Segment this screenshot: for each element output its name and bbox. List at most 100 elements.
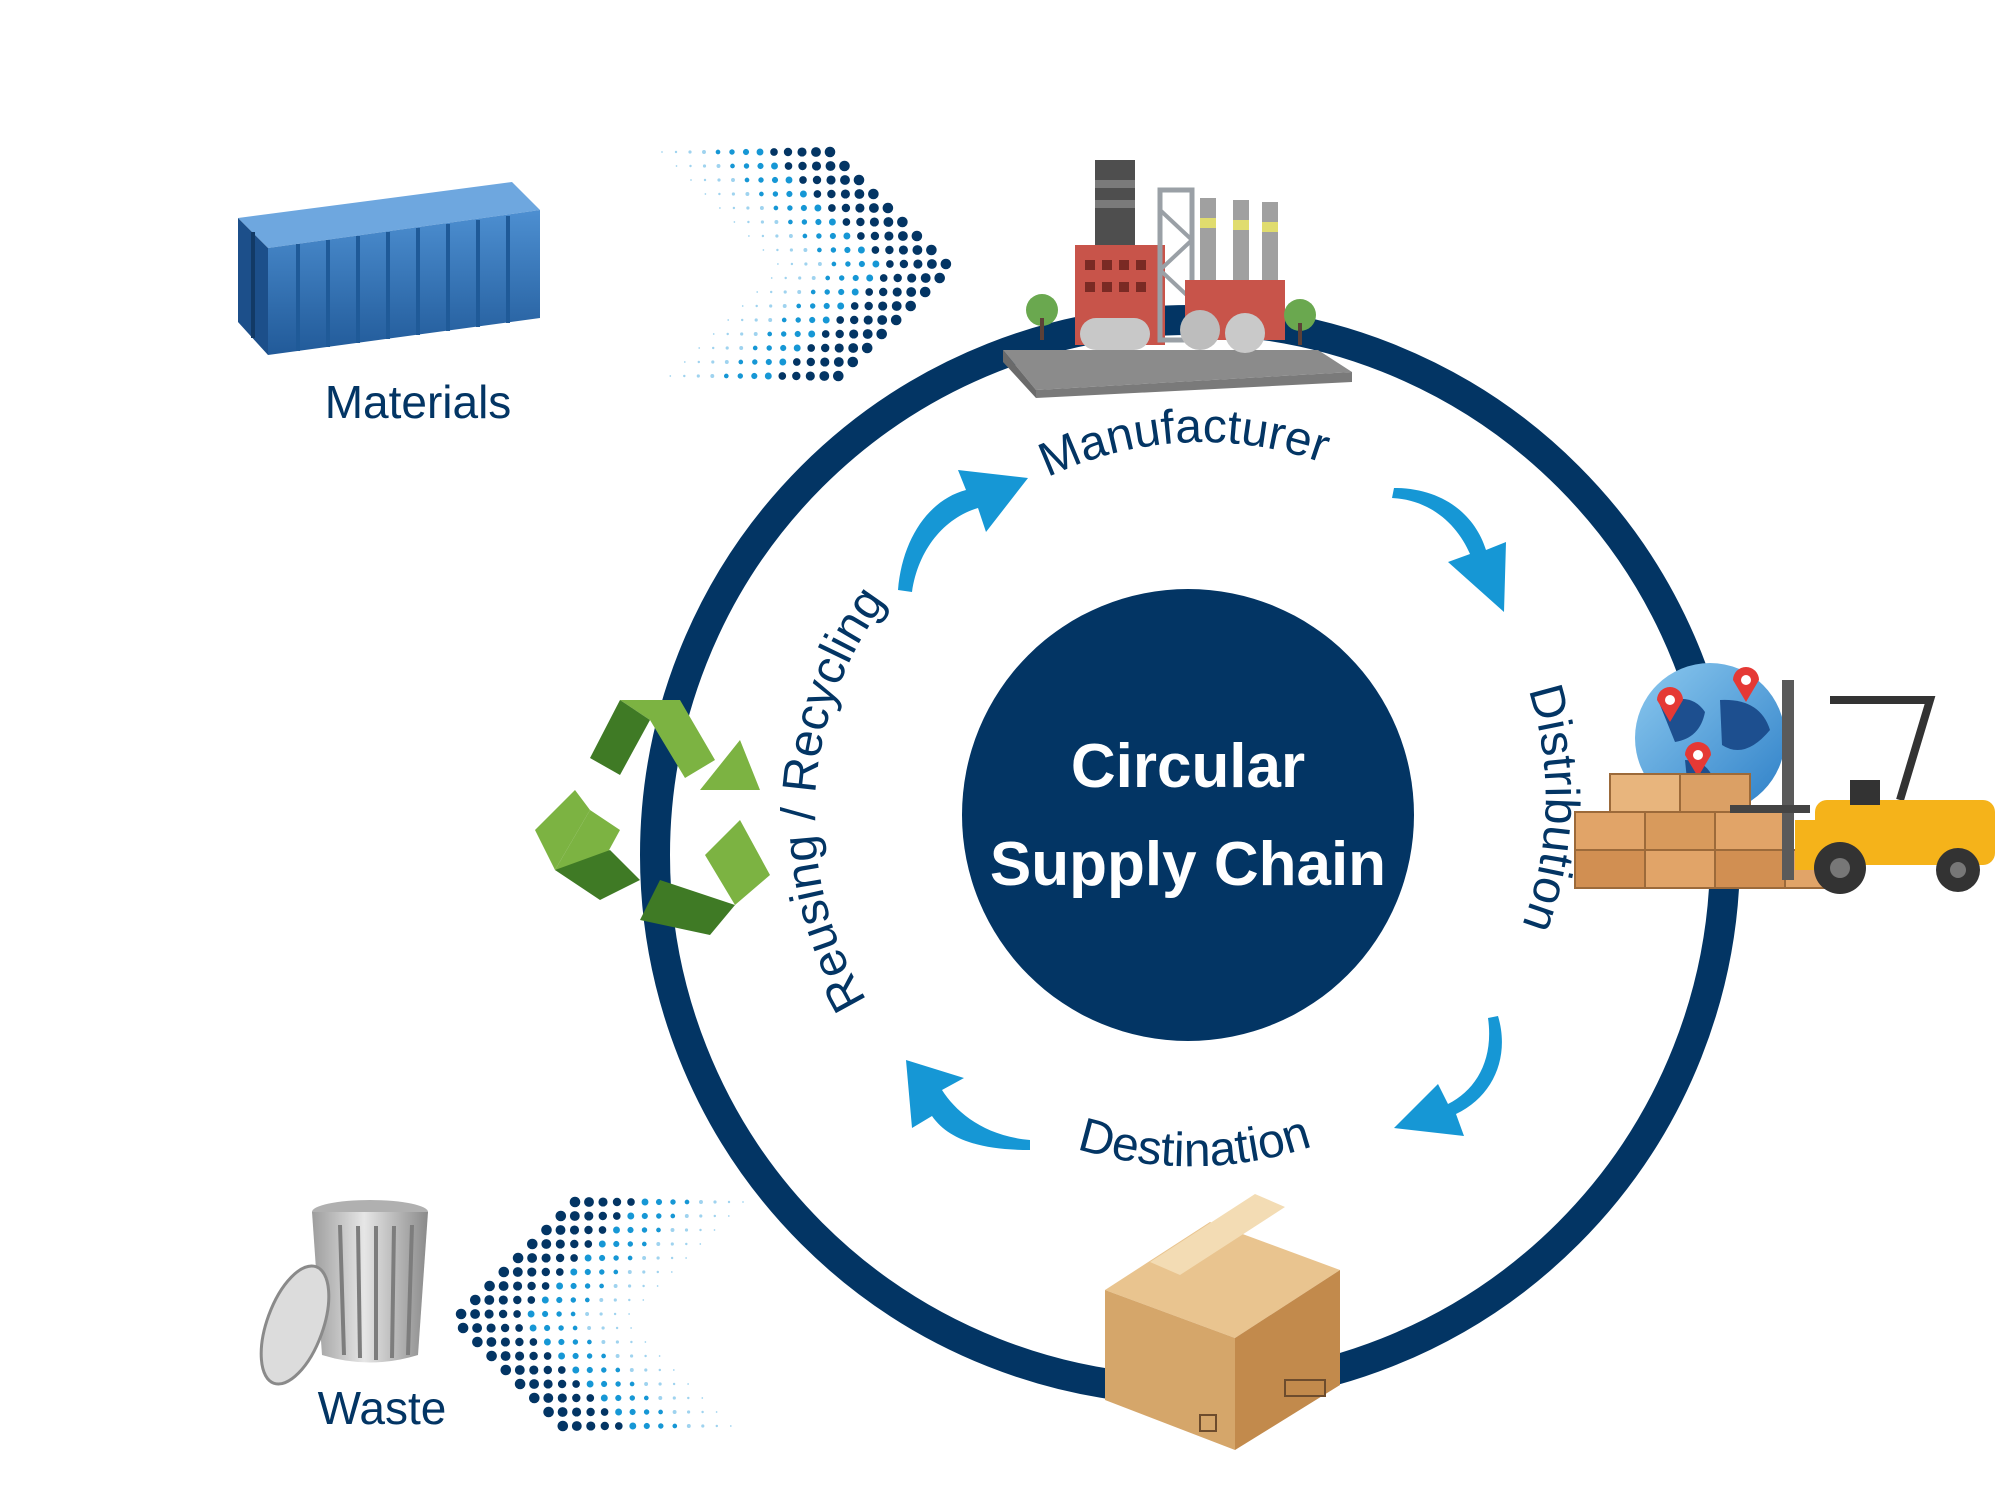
chevron-dot bbox=[838, 288, 845, 296]
chevron-dot bbox=[656, 1242, 661, 1246]
chevron-dot bbox=[746, 206, 750, 210]
chevron-dot bbox=[739, 346, 744, 350]
chevron-dot bbox=[752, 345, 758, 351]
waste-label: Waste bbox=[318, 1382, 447, 1434]
chevron-dot bbox=[799, 176, 807, 184]
chevron-dot bbox=[697, 360, 701, 364]
chevron-dot bbox=[877, 315, 888, 325]
chevron-dot bbox=[753, 332, 758, 336]
chevron-dot bbox=[600, 1408, 609, 1416]
center-title-line2: Supply Chain bbox=[990, 830, 1386, 899]
chevron-dot bbox=[716, 164, 721, 168]
chevron-dot bbox=[698, 347, 701, 349]
chevron-dot bbox=[486, 1337, 497, 1347]
chevron-dot bbox=[837, 302, 845, 310]
recycle-icon bbox=[535, 700, 770, 935]
chevron-dot bbox=[800, 204, 807, 212]
chevron-dot bbox=[500, 1337, 510, 1347]
chevron-dot bbox=[871, 246, 880, 254]
chevron-dot bbox=[513, 1295, 522, 1305]
chevron-dot bbox=[892, 287, 902, 297]
chevron-dot bbox=[470, 1309, 481, 1319]
chevron-dot bbox=[601, 1367, 607, 1373]
chevron-dot bbox=[670, 1242, 674, 1246]
chevron-dot bbox=[585, 1312, 590, 1316]
chevron-dot bbox=[655, 1198, 663, 1206]
chevron-dot bbox=[913, 259, 923, 269]
chevron-dot bbox=[869, 217, 879, 227]
chevron-dot bbox=[836, 316, 845, 324]
chevron-dot bbox=[455, 1308, 467, 1320]
chevron-dot bbox=[862, 329, 873, 339]
chevron-dot bbox=[689, 164, 692, 168]
chevron-dot bbox=[684, 1228, 689, 1232]
chevron-dot bbox=[584, 1197, 594, 1207]
chevron-dot bbox=[543, 1338, 551, 1346]
chevron-dot bbox=[656, 1270, 660, 1274]
center-circle: Circular Supply Chain bbox=[962, 589, 1414, 1041]
chevron-dot bbox=[674, 150, 678, 154]
chevron-dot bbox=[919, 286, 931, 298]
chevron-dot bbox=[529, 1365, 539, 1375]
chevron-dot bbox=[643, 1395, 649, 1401]
chevron-dot bbox=[764, 372, 772, 380]
chevron-dot bbox=[824, 146, 836, 158]
chevron-dot bbox=[850, 302, 859, 310]
chevron-dot bbox=[558, 1325, 564, 1331]
chevron-dot bbox=[713, 1200, 717, 1204]
chevron-dot bbox=[868, 203, 879, 213]
chevron-dot bbox=[926, 244, 937, 256]
chevron-dot bbox=[855, 203, 865, 213]
chevron-dot bbox=[572, 1325, 578, 1331]
chevron-dot bbox=[852, 274, 859, 282]
chevron-dot bbox=[498, 1295, 508, 1305]
trash-can-icon bbox=[259, 1200, 428, 1386]
chevron-dot bbox=[760, 220, 764, 224]
chevron-dot bbox=[828, 218, 836, 226]
chevron-dot bbox=[868, 188, 879, 200]
chevron-dot bbox=[544, 1324, 551, 1332]
chevron-dot bbox=[472, 1323, 483, 1333]
chevron-dot bbox=[642, 1270, 646, 1274]
chevron-dot bbox=[543, 1365, 552, 1375]
chevron-dot bbox=[641, 1227, 648, 1233]
materials-label: Materials bbox=[325, 376, 512, 428]
chevron-dot bbox=[738, 359, 744, 365]
chevron-dot bbox=[835, 329, 844, 339]
chevron-dot bbox=[853, 174, 865, 186]
chevron-dot bbox=[672, 1423, 678, 1429]
chevron-dot bbox=[771, 162, 778, 170]
chevron-dot bbox=[598, 1197, 608, 1207]
chevron-dot bbox=[865, 288, 874, 296]
chevron-dot bbox=[529, 1324, 537, 1332]
chevron-dot bbox=[627, 1226, 634, 1234]
chevron-dot bbox=[541, 1224, 552, 1236]
chevron-dot bbox=[556, 1282, 564, 1290]
chevron-dot bbox=[600, 1394, 608, 1402]
chevron-dot bbox=[615, 1354, 620, 1358]
chevron-dot bbox=[629, 1368, 634, 1372]
chevron-dot bbox=[498, 1266, 510, 1278]
chevron-dot bbox=[587, 1326, 592, 1330]
chevron-dot bbox=[570, 1297, 577, 1303]
chevron-dot bbox=[897, 216, 908, 228]
chevron-dot bbox=[696, 374, 700, 378]
chevron-dot bbox=[500, 1323, 510, 1333]
chevron-dot bbox=[905, 300, 916, 312]
materials-inflow-chevron bbox=[661, 146, 952, 382]
chevron-dot bbox=[810, 289, 816, 295]
chevron-dot bbox=[658, 1409, 663, 1415]
chevron-dot bbox=[629, 1381, 635, 1387]
chevron-dot bbox=[829, 232, 836, 240]
chevron-dot bbox=[672, 1410, 677, 1414]
chevron-dot bbox=[613, 1312, 617, 1316]
chevron-dot bbox=[599, 1298, 604, 1302]
chevron-dot bbox=[684, 1214, 689, 1218]
chevron-dot bbox=[514, 1378, 526, 1390]
chevron-dot bbox=[541, 1296, 549, 1304]
chevron-dot bbox=[863, 315, 873, 325]
chevron-dot bbox=[656, 1213, 662, 1219]
chevron-dot bbox=[672, 1369, 675, 1371]
chevron-dot bbox=[782, 304, 787, 308]
chevron-dot bbox=[558, 1338, 565, 1346]
